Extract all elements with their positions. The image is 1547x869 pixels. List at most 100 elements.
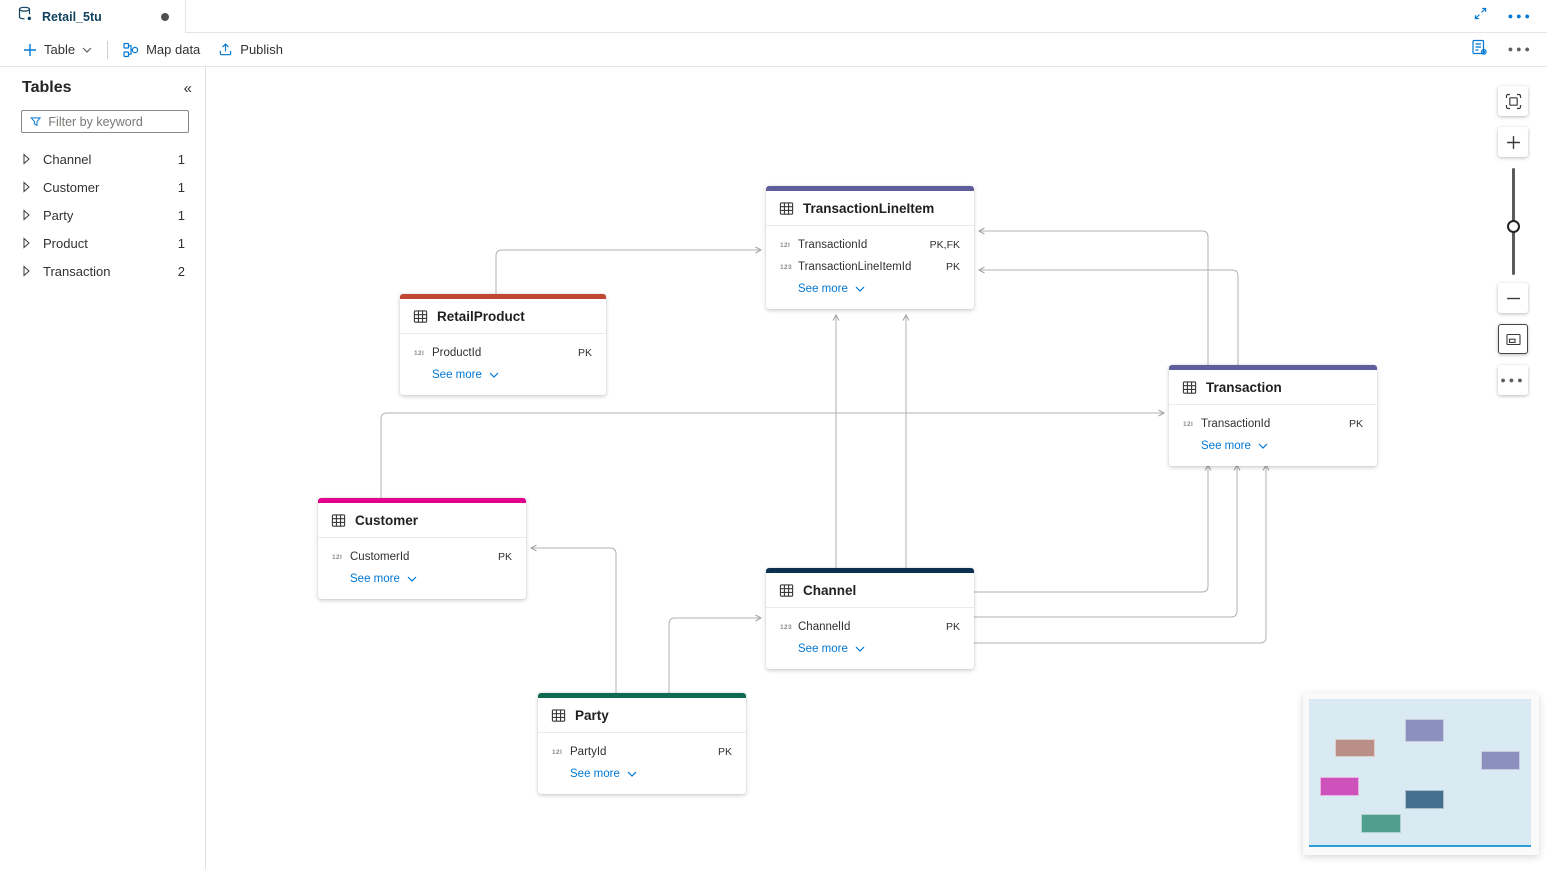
sidebar-item-transaction[interactable]: Transaction 2 [0,257,205,285]
fit-to-screen-icon [1505,93,1521,109]
field-row[interactable]: 12l PartyId PK [538,741,746,763]
node-title: Customer [355,513,419,528]
zoom-out-button[interactable] [1498,283,1528,313]
field-row[interactable]: 12l TransactionId PK,FK [766,234,974,256]
minimap[interactable] [1303,693,1539,855]
table-node-transactionlineitem[interactable]: TransactionLineItem 12l TransactionId PK… [766,186,974,309]
plus-icon [24,43,36,56]
map-data-button[interactable]: Map data [114,33,209,66]
see-more-link[interactable]: See more [318,568,526,594]
expand-icon[interactable] [1473,6,1488,26]
tab-title: Retail_5tu [42,9,102,24]
see-more-label: See more [350,573,400,585]
minimap-toggle-button[interactable] [1498,324,1528,354]
sidebar-item-party[interactable]: Party 1 [0,201,205,229]
node-accent-bar [766,568,974,573]
zoom-in-button[interactable] [1498,127,1528,157]
see-more-link[interactable]: See more [766,278,974,304]
field-name: CustomerId [350,551,410,563]
sidebar-item-label: Customer [43,179,100,195]
zoom-slider-knob[interactable] [1507,220,1520,233]
see-more-link[interactable]: See more [400,364,606,390]
see-more-label: See more [570,768,620,780]
field-name: ChannelId [798,621,851,633]
fit-to-screen-button[interactable] [1498,86,1528,116]
see-more-link[interactable]: See more [1169,435,1377,461]
sidebar-item-count: 1 [177,179,185,195]
table-node-customer[interactable]: Customer 12l CustomerId PK See more [318,498,526,599]
key-label: PK [945,621,960,633]
minimap-node-channel [1405,790,1444,809]
see-more-label: See more [432,369,482,381]
ellipsis-icon: ●●● [1500,374,1526,385]
minimap-node-party [1361,814,1401,833]
bigint-type-icon: 12l [332,553,343,561]
filter-input[interactable] [48,114,180,129]
properties-icon[interactable] [1471,39,1488,61]
chevron-right-icon [23,181,30,193]
field-row[interactable]: 12l ProductId PK [400,342,606,364]
table-icon [1182,381,1197,394]
chevron-down-icon [855,646,865,652]
filter-input-wrapper [21,110,189,133]
table-icon [331,514,346,527]
plus-icon [1506,135,1520,149]
field-row[interactable]: 12l CustomerId PK [318,546,526,568]
minimap-node-retailproduct [1335,739,1375,757]
map-data-icon [123,42,139,57]
chevron-down-icon [855,286,865,292]
table-node-party[interactable]: Party 12l PartyId PK See more [538,693,746,794]
minimap-icon [1505,333,1521,345]
minus-icon [1506,297,1520,299]
sidebar-item-label: Party [43,207,74,223]
key-label: PK [1348,418,1363,430]
node-title: RetailProduct [437,309,525,324]
sidebar-item-label: Transaction [43,263,111,279]
key-label: PK [717,746,732,758]
chevron-down-icon [627,771,637,777]
key-label: PK,FK [929,239,960,251]
int-type-icon: 123 [780,263,793,271]
field-name: PartyId [570,746,607,758]
field-row[interactable]: 12l TransactionId PK [1169,413,1377,435]
collapse-panel-icon[interactable]: « [183,79,192,97]
tab-bar: Retail_5tu ●●● [0,0,1547,33]
field-name: TransactionId [1201,418,1271,430]
table-node-channel[interactable]: Channel 123 ChannelId PK See more [766,568,974,669]
chevron-down-icon [1258,443,1268,449]
sidebar-item-count: 2 [177,263,185,279]
node-accent-bar [766,186,974,191]
sidebar-item-customer[interactable]: Customer 1 [0,173,205,201]
field-row[interactable]: 123 TransactionLineItemId PK [766,256,974,278]
bigint-type-icon: 12l [780,241,791,249]
add-table-label: Table [44,42,76,57]
key-label: PK [497,551,512,563]
field-row[interactable]: 123 ChannelId PK [766,616,974,638]
minimap-node-transactionlineitem [1405,719,1444,742]
sidebar-item-channel[interactable]: Channel 1 [0,145,205,173]
relationship-connectors [380,227,1270,693]
canvas-more-button[interactable]: ●●● [1498,365,1528,395]
see-more-link[interactable]: See more [538,763,746,789]
table-icon [779,202,794,215]
toolbar-more-icon[interactable]: ●●● [1507,44,1533,54]
tab-more-icon[interactable]: ●●● [1507,10,1533,21]
database-icon [17,6,33,27]
table-node-transaction[interactable]: Transaction 12l TransactionId PK See mor… [1169,365,1377,466]
node-title: TransactionLineItem [803,201,935,216]
table-icon [413,310,428,323]
chevron-down-icon [82,47,92,53]
key-label: PK [945,261,960,273]
sidebar-item-count: 1 [177,235,185,251]
publish-button[interactable]: Publish [209,33,292,66]
chevron-down-icon [489,372,499,378]
tab-retail-5tu[interactable]: Retail_5tu [0,0,186,33]
filter-icon [30,117,42,127]
sidebar-item-product[interactable]: Product 1 [0,229,205,257]
diagram-canvas[interactable]: TransactionLineItem 12l TransactionId PK… [206,67,1547,869]
field-name: TransactionLineItemId [798,261,912,273]
add-table-button[interactable]: Table [14,33,101,66]
see-more-link[interactable]: See more [766,638,974,664]
minimap-world [1309,699,1531,847]
table-node-retailproduct[interactable]: RetailProduct 12l ProductId PK See more [400,294,606,395]
